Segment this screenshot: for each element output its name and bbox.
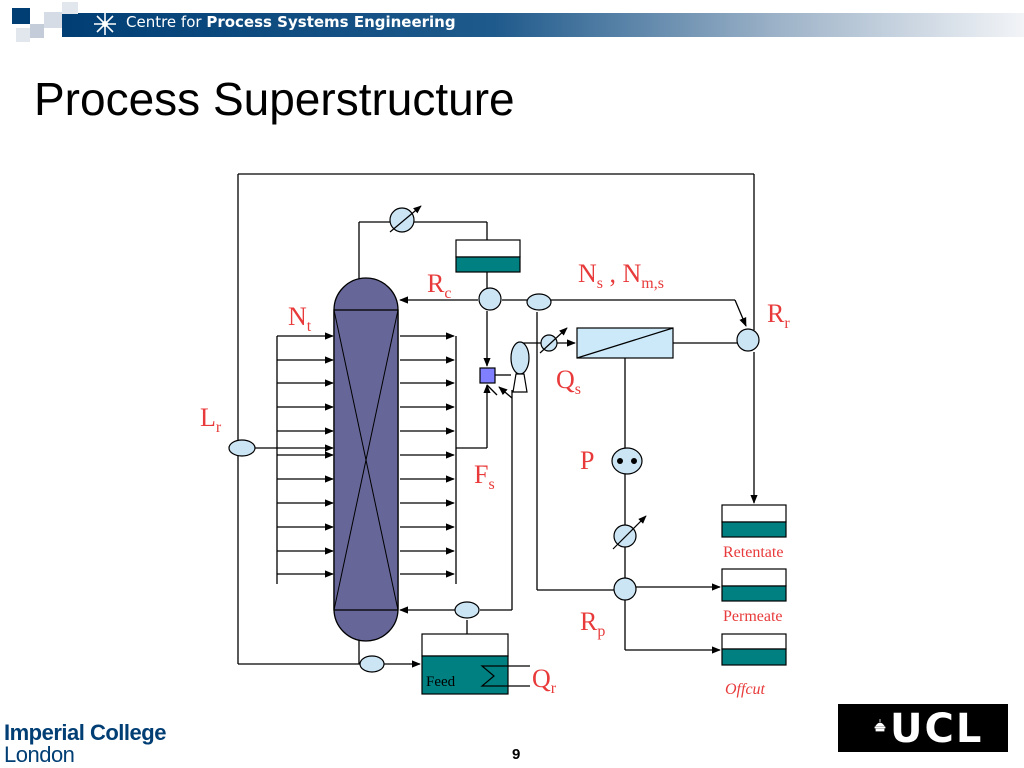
label-rr: Rr — [767, 299, 790, 332]
right-draw-arrows — [400, 332, 457, 584]
left-feed-arrows — [276, 332, 334, 584]
membrane-module — [576, 327, 674, 359]
label-ns-nms: Ns , Nm,s — [578, 259, 664, 292]
splitter-rc — [478, 287, 502, 311]
retentate-label: Retentate — [723, 544, 783, 561]
header-title: Centre for Process Systems Engineering — [126, 13, 456, 31]
pump-icon — [510, 341, 530, 393]
permeate-heater-icon — [612, 515, 647, 550]
label-lr: Lr — [200, 403, 222, 436]
label-nt: Nt — [288, 302, 312, 335]
splitter-feed — [359, 655, 385, 673]
imperial-line1: Imperial College — [4, 720, 166, 745]
splitter-ns — [526, 293, 552, 311]
label-rc: Rc — [427, 269, 451, 302]
vacuum-pump-icon — [611, 447, 643, 475]
distillation-column — [333, 277, 399, 642]
page-number: 9 — [512, 746, 521, 763]
mixer — [479, 367, 496, 384]
permeate-tank — [721, 568, 787, 602]
splitter-bottom — [454, 601, 480, 619]
label-rp: Rp — [580, 607, 605, 640]
star-icon — [94, 13, 116, 35]
retentate-tank — [721, 504, 787, 538]
label-qr: Qr — [532, 664, 557, 697]
reflux-drum — [455, 239, 521, 273]
heat-exchanger-icon — [389, 205, 422, 233]
splitter-lr — [228, 439, 256, 457]
splitter-rp — [613, 577, 637, 601]
ucl-text: UCL — [890, 706, 984, 752]
header-bar — [12, 2, 1024, 42]
membrane-heater-icon — [539, 327, 568, 354]
imperial-line2: London — [4, 742, 75, 767]
ucl-logo: UCL — [838, 704, 1008, 752]
ucl-dome-icon — [874, 719, 886, 732]
page-title: Process Superstructure — [34, 73, 515, 125]
feed-tank — [421, 633, 530, 695]
splitter-rr — [736, 328, 760, 352]
header-bold: Process Systems Engineering — [206, 13, 456, 31]
offcut-tank — [721, 633, 787, 666]
label-qs: Qs — [556, 365, 581, 398]
imperial-college-logo: Imperial College London — [4, 722, 166, 766]
label-fs: Fs — [474, 460, 495, 493]
feed-label: Feed — [426, 674, 456, 690]
label-p: P — [580, 446, 594, 475]
header-prefix: Centre for — [126, 13, 202, 31]
permeate-label: Permeate — [723, 608, 783, 625]
offcut-label: Offcut — [725, 681, 766, 698]
